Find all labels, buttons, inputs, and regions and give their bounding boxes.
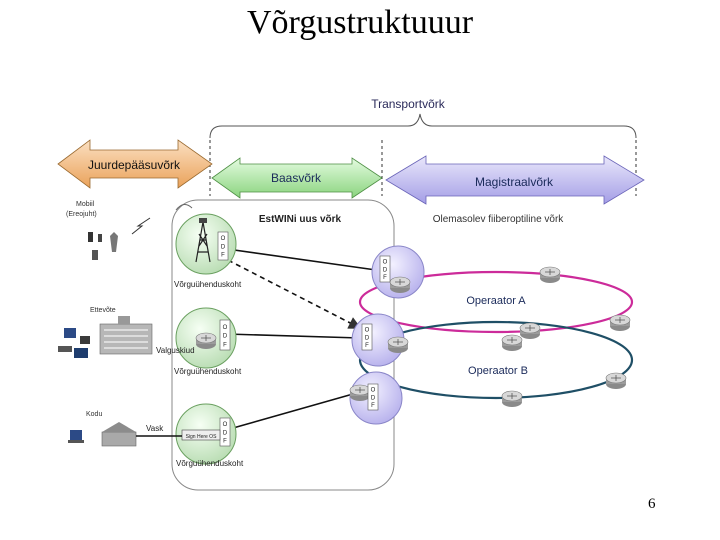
fiber-link-dashed	[219, 255, 362, 329]
odf-letter: F	[223, 439, 227, 445]
odf-letter: F	[371, 403, 375, 409]
backbone-arrow	[385, 155, 645, 205]
odf-letter: F	[365, 343, 369, 349]
access-device-box	[181, 429, 221, 441]
node-label-1: Võrguühenduskoht	[174, 280, 242, 289]
page-number: 6	[648, 496, 656, 512]
backbone-arrow-label: Magistraalvõrk	[475, 175, 554, 189]
node-label-2: Võrguühenduskoht	[174, 367, 242, 376]
router-icon	[605, 372, 627, 390]
odf-letter: D	[223, 334, 228, 340]
company-computers-icon	[58, 328, 90, 358]
odf-letter: D	[383, 267, 388, 273]
mobile-devices-icon	[88, 232, 118, 260]
odf-box	[367, 383, 379, 411]
valguskiud-label: Valguskiud	[156, 346, 195, 355]
router-icon	[609, 314, 631, 332]
base-arrow-label: Baasvõrk	[271, 171, 322, 185]
wireless-signal-icon	[175, 204, 193, 211]
odf-letter: F	[223, 342, 227, 348]
odf-letter: F	[221, 253, 225, 259]
router-icon	[539, 266, 561, 284]
odf-letter: O	[383, 260, 388, 266]
home-label: Kodu	[86, 411, 102, 418]
odf-box	[361, 323, 373, 351]
odf-letter: O	[365, 328, 370, 334]
fiber-link	[219, 247, 377, 271]
router-icon	[501, 390, 523, 408]
fiber-link	[225, 391, 361, 431]
odf-letter: O	[371, 388, 376, 394]
transport-brace	[209, 113, 637, 139]
router-icon	[501, 334, 523, 352]
router-icon	[389, 276, 411, 294]
home-house-icon	[101, 422, 137, 447]
mobile-label: Mobiil	[76, 201, 95, 208]
odf-letter: O	[221, 236, 226, 242]
odf-letter: D	[371, 395, 376, 401]
access-arrow	[57, 139, 213, 189]
mobile-sub-label: (Ereojuht)	[66, 211, 97, 218]
wireless-signal-icon	[131, 217, 151, 235]
odf-letter: D	[365, 335, 370, 341]
router-icon	[519, 322, 541, 340]
company-building-icon	[99, 316, 153, 355]
access-device-label: Sign Here OS	[186, 434, 218, 440]
fiber-link	[225, 333, 361, 339]
existing-network-label: Olemasolev fiiberoptiline võrk	[433, 214, 565, 225]
vask-label: Vask	[146, 424, 164, 433]
odf-letter: O	[223, 422, 228, 428]
home-computer-icon	[68, 430, 84, 443]
odf-box	[217, 231, 229, 261]
router-icon	[195, 332, 217, 350]
odf-letter: D	[221, 244, 226, 250]
estwin-label: EstWINi uus võrk	[259, 214, 342, 225]
router-icon	[387, 336, 409, 354]
base-arrow	[211, 157, 383, 199]
router-icon	[349, 384, 371, 402]
odf-letter: D	[223, 430, 228, 436]
operator-a-label: Operaator A	[466, 295, 526, 307]
operator-b-label: Operaator B	[468, 365, 528, 377]
access-arrow-label: Juurdepääsuvõrk	[88, 158, 181, 172]
transport-label: Transportvõrk	[371, 97, 446, 111]
odf-box	[219, 319, 231, 351]
odf-letter: F	[383, 275, 387, 281]
antenna-tower-icon	[195, 218, 211, 263]
odf-letter: O	[223, 325, 228, 331]
odf-box	[379, 255, 391, 283]
operator-b-ring	[358, 320, 634, 400]
slide-title: Võrgustruktuuur	[246, 4, 474, 41]
operator-a-ring	[358, 270, 634, 334]
company-label: Ettevõte	[90, 307, 116, 314]
node-label-3: Võrguühenduskoht	[176, 459, 244, 468]
